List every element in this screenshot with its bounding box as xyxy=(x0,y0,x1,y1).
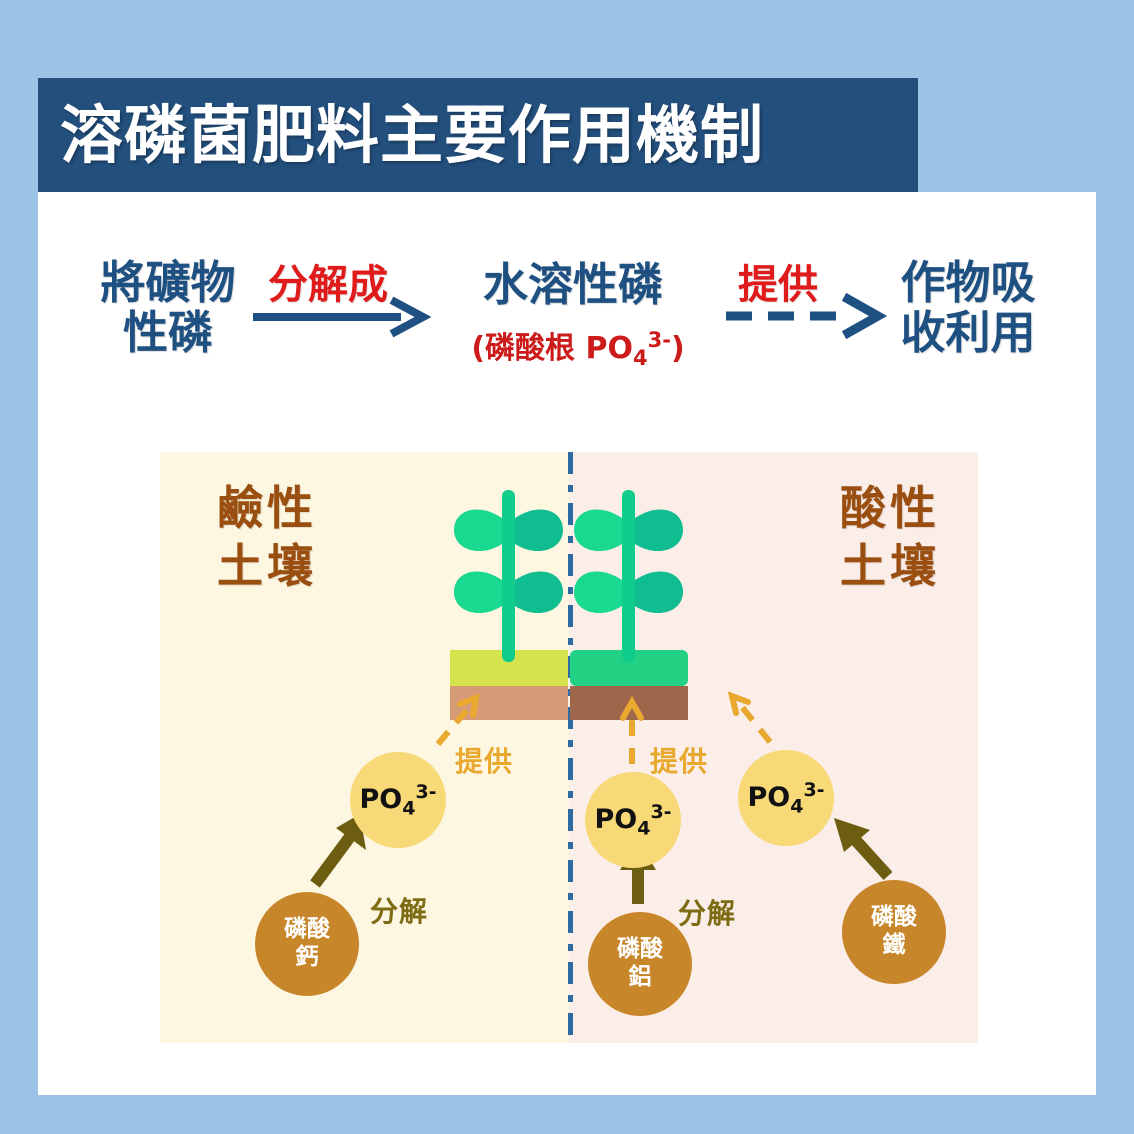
solid-arrow-right-icon xyxy=(253,296,432,338)
formula-charge: 3- xyxy=(647,328,671,352)
provide-arrow-middle-icon xyxy=(620,695,644,764)
flow-step-crop-line1: 作物吸 xyxy=(900,256,1036,309)
iron-phosphate-line1: 磷酸 xyxy=(871,904,917,931)
po4-sup-right: 3- xyxy=(803,778,825,801)
provide-arrow-right-icon xyxy=(727,691,773,744)
node-phosphate-right: PO43- xyxy=(738,750,834,846)
aluminum-phosphate-line2: 鋁 xyxy=(628,964,652,990)
plant-left xyxy=(454,490,563,662)
po4-prefix-middle: PO xyxy=(594,803,638,835)
plant-right xyxy=(574,490,683,662)
panel-alkaline-soil xyxy=(160,452,569,1043)
panel-title-alkaline-line2: 土壤 xyxy=(217,538,317,593)
page-title: 溶磷菌肥料主要作用機制 xyxy=(60,98,764,172)
flow-step-soluble-formula: (磷酸根 PO43-) xyxy=(428,323,728,370)
calcium-phosphate-line1: 磷酸 xyxy=(284,916,330,943)
calcium-phosphate-line2: 鈣 xyxy=(295,944,319,970)
po4-sup-left: 3- xyxy=(415,780,437,803)
panel-divider xyxy=(568,452,573,1043)
label-decompose-left: 分解 xyxy=(370,895,429,928)
flow-step-mineral-line2: 性磷 xyxy=(122,306,213,360)
po4-prefix-left: PO xyxy=(359,783,403,815)
node-aluminum-phosphate: 磷酸 鋁 xyxy=(588,912,692,1016)
flow-step-crop-line2: 收利用 xyxy=(900,306,1036,360)
formula-prefix: (磷酸根 PO xyxy=(471,331,633,366)
flow-step-mineral-phosphorus: 將礦物 性磷 xyxy=(68,256,268,360)
flow-step-soluble-line1: 水溶性磷 xyxy=(482,258,663,311)
formula-subscript: 4 xyxy=(632,346,648,370)
formula-suffix: ) xyxy=(670,331,685,366)
panel-title-acidic-line2: 土壤 xyxy=(840,538,940,593)
soil-comparison-diagram: 鹼性 土壤 酸性 土壤 xyxy=(160,452,978,1043)
panel-title-acidic: 酸性 土壤 xyxy=(795,480,985,595)
aluminum-phosphate-line1: 磷酸 xyxy=(617,936,663,963)
flow-action-decompose: 分解成 xyxy=(268,262,388,308)
node-calcium-phosphate: 磷酸 鈣 xyxy=(255,892,359,996)
po4-sub-right: 4 xyxy=(790,795,804,818)
flow-step-soluble-phosphorus: 水溶性磷 xyxy=(438,258,708,311)
plants-illustration xyxy=(450,482,690,732)
panel-title-alkaline: 鹼性 土壤 xyxy=(172,480,362,595)
flow-step-mineral-line1: 將礦物 xyxy=(100,256,236,309)
po4-prefix-right: PO xyxy=(747,781,791,813)
iron-phosphate-line2: 鐵 xyxy=(882,932,906,958)
decompose-arrow-right-icon xyxy=(834,818,893,881)
panel-title-alkaline-line1: 鹼性 xyxy=(217,481,317,535)
flow-step-crop-uptake: 作物吸 收利用 xyxy=(863,256,1073,360)
node-phosphate-left: PO43- xyxy=(350,752,446,848)
node-iron-phosphate: 磷酸 鐵 xyxy=(842,880,946,984)
po4-sub-middle: 4 xyxy=(637,817,651,840)
label-decompose-right: 分解 xyxy=(678,897,737,930)
flow-action-provide: 提供 xyxy=(738,262,818,308)
po4-sup-middle: 3- xyxy=(650,800,672,823)
node-phosphate-middle: PO43- xyxy=(585,772,681,868)
title-banner: 溶磷菌肥料主要作用機制 xyxy=(38,78,918,192)
provide-arrow-left-icon xyxy=(435,693,480,746)
dashed-arrow-right-icon xyxy=(726,292,888,340)
label-provide-right: 提供 xyxy=(650,745,709,778)
panel-title-acidic-line1: 酸性 xyxy=(840,481,940,535)
label-provide-left: 提供 xyxy=(455,745,514,778)
process-flow: 將礦物 性磷 分解成 水溶性磷 (磷酸根 PO43-) 提供 作物吸 收利用 xyxy=(38,238,1096,408)
po4-sub-left: 4 xyxy=(402,797,416,820)
